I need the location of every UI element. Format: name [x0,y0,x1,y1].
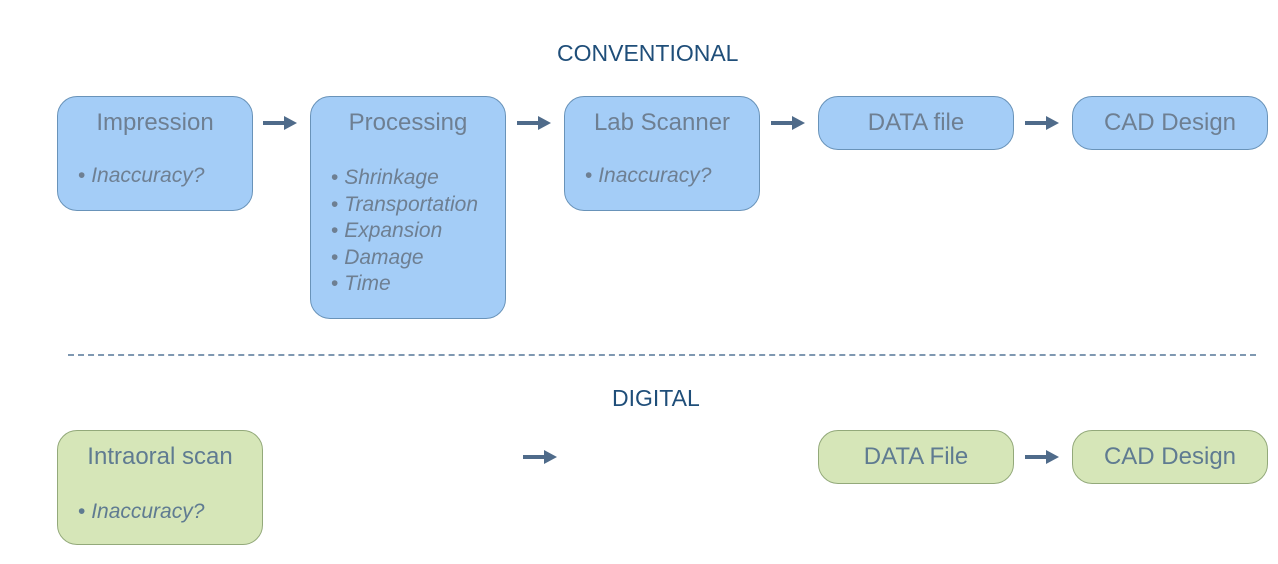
intraoral-scan-notes: Inaccuracy? [58,499,262,526]
arrow-right-icon [517,116,551,130]
impression-label: Impression [96,109,214,136]
arrow-right-icon [1025,116,1059,130]
cad-design-label: CAD Design [1103,109,1237,136]
impression-note: Inaccuracy? [78,163,252,190]
processing-notes: Shrinkage Transportation Expansion Damag… [311,165,505,298]
intraoral-scan-note: Inaccuracy? [78,499,262,526]
arrow-right-icon [771,116,805,130]
arrow-right-icon [1025,450,1059,464]
cad-design-box: CAD Design [1072,96,1268,150]
section-divider [68,354,1256,356]
lab-scanner-box: Lab Scanner Inaccuracy? [564,96,760,211]
data-file-label: DATA file [867,109,965,136]
intraoral-scan-label: Intraoral scan [87,443,233,470]
lab-scanner-note: Inaccuracy? [585,163,759,190]
processing-note: Time [331,271,505,298]
digital-cad-design-box: CAD Design [1072,430,1268,484]
impression-notes: Inaccuracy? [58,163,252,190]
digital-cad-design-label: CAD Design [1103,443,1237,470]
digital-data-file-label: DATA File [863,443,969,470]
processing-note: Shrinkage [331,165,505,192]
impression-box: Impression Inaccuracy? [57,96,253,211]
conventional-title: CONVENTIONAL [557,40,739,66]
intraoral-scan-box: Intraoral scan Inaccuracy? [57,430,263,545]
processing-note: Transportation [331,192,505,219]
lab-scanner-notes: Inaccuracy? [565,163,759,190]
processing-note: Expansion [331,218,505,245]
lab-scanner-label: Lab Scanner [593,109,731,136]
processing-note: Damage [331,245,505,272]
digital-data-file-box: DATA File [818,430,1014,484]
processing-box: Processing Shrinkage Transportation Expa… [310,96,506,319]
digital-title: DIGITAL [612,385,700,411]
data-file-box: DATA file [818,96,1014,150]
processing-label: Processing [348,109,468,136]
arrow-right-icon [523,450,557,464]
arrow-right-icon [263,116,297,130]
